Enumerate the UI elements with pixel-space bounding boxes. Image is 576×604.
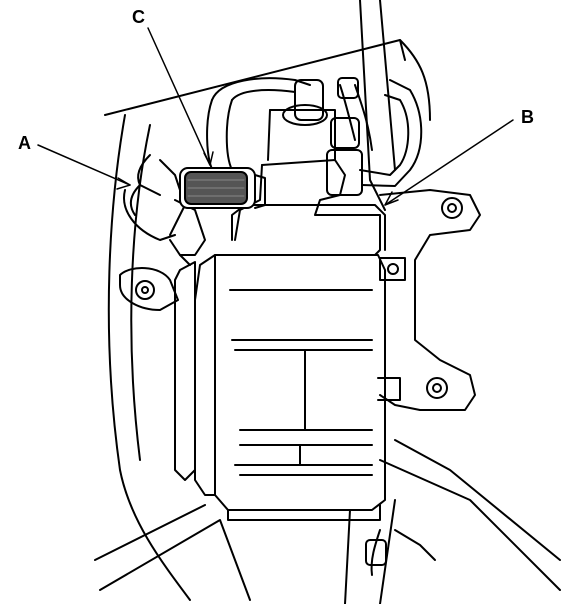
hose-assembly <box>123 154 266 266</box>
left-mount-tab <box>119 267 179 311</box>
leader-arrow-b <box>384 191 399 206</box>
callout-label-b: B <box>521 107 534 127</box>
canister-body <box>174 204 386 521</box>
leader-line-c <box>147 27 211 166</box>
callout-label-a: A <box>18 133 31 153</box>
lower-fitting <box>365 529 436 576</box>
leader-line-a <box>37 144 131 186</box>
leader-arrow-c <box>203 151 214 166</box>
mounting-bracket <box>377 189 481 411</box>
callout-label-c: C <box>132 7 145 27</box>
leader-arrow-a <box>116 177 131 190</box>
canister-top <box>234 104 381 256</box>
vent-tubes <box>206 77 423 196</box>
leader-line-b <box>384 119 514 206</box>
callout-leaders <box>37 27 514 206</box>
frame-outline <box>94 0 561 604</box>
